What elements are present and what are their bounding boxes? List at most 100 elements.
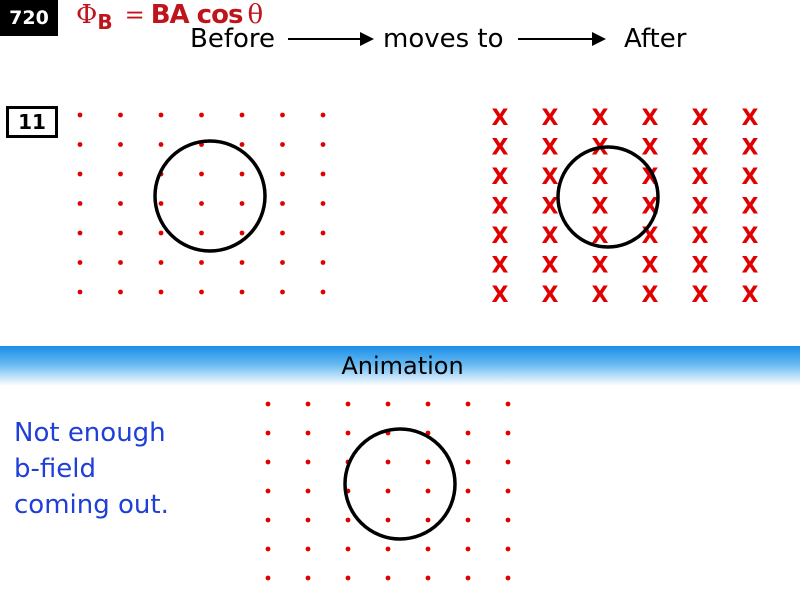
field-dot-icon xyxy=(305,546,311,552)
field-cross-icon: X xyxy=(542,195,559,220)
animation-field-dots xyxy=(265,401,511,581)
field-dot-icon xyxy=(385,488,391,494)
field-cross-icon: X xyxy=(742,165,759,190)
note-line: b-field xyxy=(14,454,96,484)
field-dot-icon xyxy=(265,517,271,523)
field-cross-icon: X xyxy=(742,106,759,131)
field-dot-icon xyxy=(305,401,311,407)
before-label: Before xyxy=(190,24,276,54)
formula-rhs: BA cos xyxy=(150,0,244,30)
field-dot-icon xyxy=(280,112,285,118)
field-cross-icon: X xyxy=(542,224,559,249)
field-dot-icon xyxy=(280,230,285,236)
field-cross-icon: X xyxy=(692,224,709,249)
field-dot-icon xyxy=(158,289,164,295)
field-dot-icon xyxy=(320,201,326,206)
field-cross-icon: X xyxy=(492,136,509,161)
field-dot-icon xyxy=(199,112,204,118)
field-dot-icon xyxy=(305,575,311,581)
field-dot-icon xyxy=(199,201,204,206)
formula-equals: = xyxy=(124,1,145,29)
field-cross-icon: X xyxy=(542,283,559,308)
field-dot-icon xyxy=(199,260,204,265)
field-dot-icon xyxy=(265,488,271,494)
field-dot-icon xyxy=(320,230,326,236)
field-dot-icon xyxy=(280,260,285,265)
field-dot-icon xyxy=(385,517,391,523)
note-line: Not enough xyxy=(14,418,166,448)
formula-theta: θ xyxy=(247,0,264,30)
after-label: After xyxy=(624,24,687,54)
field-cross-icon: X xyxy=(742,254,759,279)
field-dot-icon xyxy=(280,142,285,147)
field-dot-icon xyxy=(505,459,511,465)
field-dot-icon xyxy=(265,459,271,465)
field-cross-icon: X xyxy=(542,106,559,131)
field-dot-icon xyxy=(239,260,245,265)
field-dot-icon xyxy=(385,401,391,407)
field-dot-icon xyxy=(465,488,471,494)
header-row: Before moves to After xyxy=(0,24,800,56)
field-dot-icon xyxy=(77,260,83,265)
field-cross-icon: X xyxy=(742,195,759,220)
field-dot-icon xyxy=(239,112,245,118)
field-dot-icon xyxy=(320,260,326,265)
field-dot-icon xyxy=(305,459,311,465)
field-cross-icon: X xyxy=(492,106,509,131)
field-cross-icon: X xyxy=(592,165,609,190)
field-dot-icon xyxy=(77,289,83,295)
field-dot-icon xyxy=(239,142,245,147)
field-dot-icon xyxy=(265,575,271,581)
field-dot-icon xyxy=(158,260,164,265)
field-cross-icon: X xyxy=(492,283,509,308)
field-dot-icon xyxy=(345,401,351,407)
explanation-note: Not enough b-field coming out. xyxy=(14,415,234,523)
moves-to-label: moves to xyxy=(383,24,504,54)
field-dot-icon xyxy=(425,517,431,523)
field-dot-icon xyxy=(425,575,431,581)
field-dot-icon xyxy=(505,546,511,552)
field-dot-icon xyxy=(239,171,245,177)
field-dot-icon xyxy=(77,142,83,147)
field-dot-icon xyxy=(505,517,511,523)
flux-formula: ΦB=BA cos θ xyxy=(76,0,264,32)
field-dot-icon xyxy=(118,201,123,206)
field-cross-icon: X xyxy=(592,195,609,220)
field-dot-icon xyxy=(505,488,511,494)
animation-loop xyxy=(343,427,457,541)
field-dot-icon xyxy=(305,430,311,436)
field-dot-icon xyxy=(280,171,285,177)
formula-subscript: B xyxy=(97,10,113,34)
field-dot-icon xyxy=(280,201,285,206)
field-dot-icon xyxy=(320,171,326,177)
field-dot-icon xyxy=(465,459,471,465)
field-cross-icon: X xyxy=(692,195,709,220)
note-line: coming out. xyxy=(14,490,169,520)
field-dot-icon xyxy=(465,546,471,552)
field-dot-icon xyxy=(77,112,83,118)
field-dot-icon xyxy=(345,517,351,523)
field-dot-icon xyxy=(465,401,471,407)
field-cross-icon: X xyxy=(692,136,709,161)
field-dot-icon xyxy=(118,230,123,236)
field-cross-icon: X xyxy=(692,254,709,279)
field-dot-icon xyxy=(385,575,391,581)
arrow-right-icon xyxy=(518,32,606,46)
field-dot-icon xyxy=(239,230,245,236)
problem-number-box: 11 xyxy=(6,106,58,138)
field-dot-icon xyxy=(505,430,511,436)
field-cross-icon: X xyxy=(592,254,609,279)
field-dot-icon xyxy=(118,142,123,147)
field-dot-icon xyxy=(465,575,471,581)
field-dot-icon xyxy=(118,171,123,177)
field-dot-icon xyxy=(345,575,351,581)
field-cross-icon: X xyxy=(492,224,509,249)
field-cross-icon: X xyxy=(642,254,659,279)
before-field-dots xyxy=(77,112,326,295)
field-dot-icon xyxy=(345,430,351,436)
field-dot-icon xyxy=(199,171,204,177)
field-cross-icon: X xyxy=(542,165,559,190)
field-dot-icon xyxy=(320,112,326,118)
